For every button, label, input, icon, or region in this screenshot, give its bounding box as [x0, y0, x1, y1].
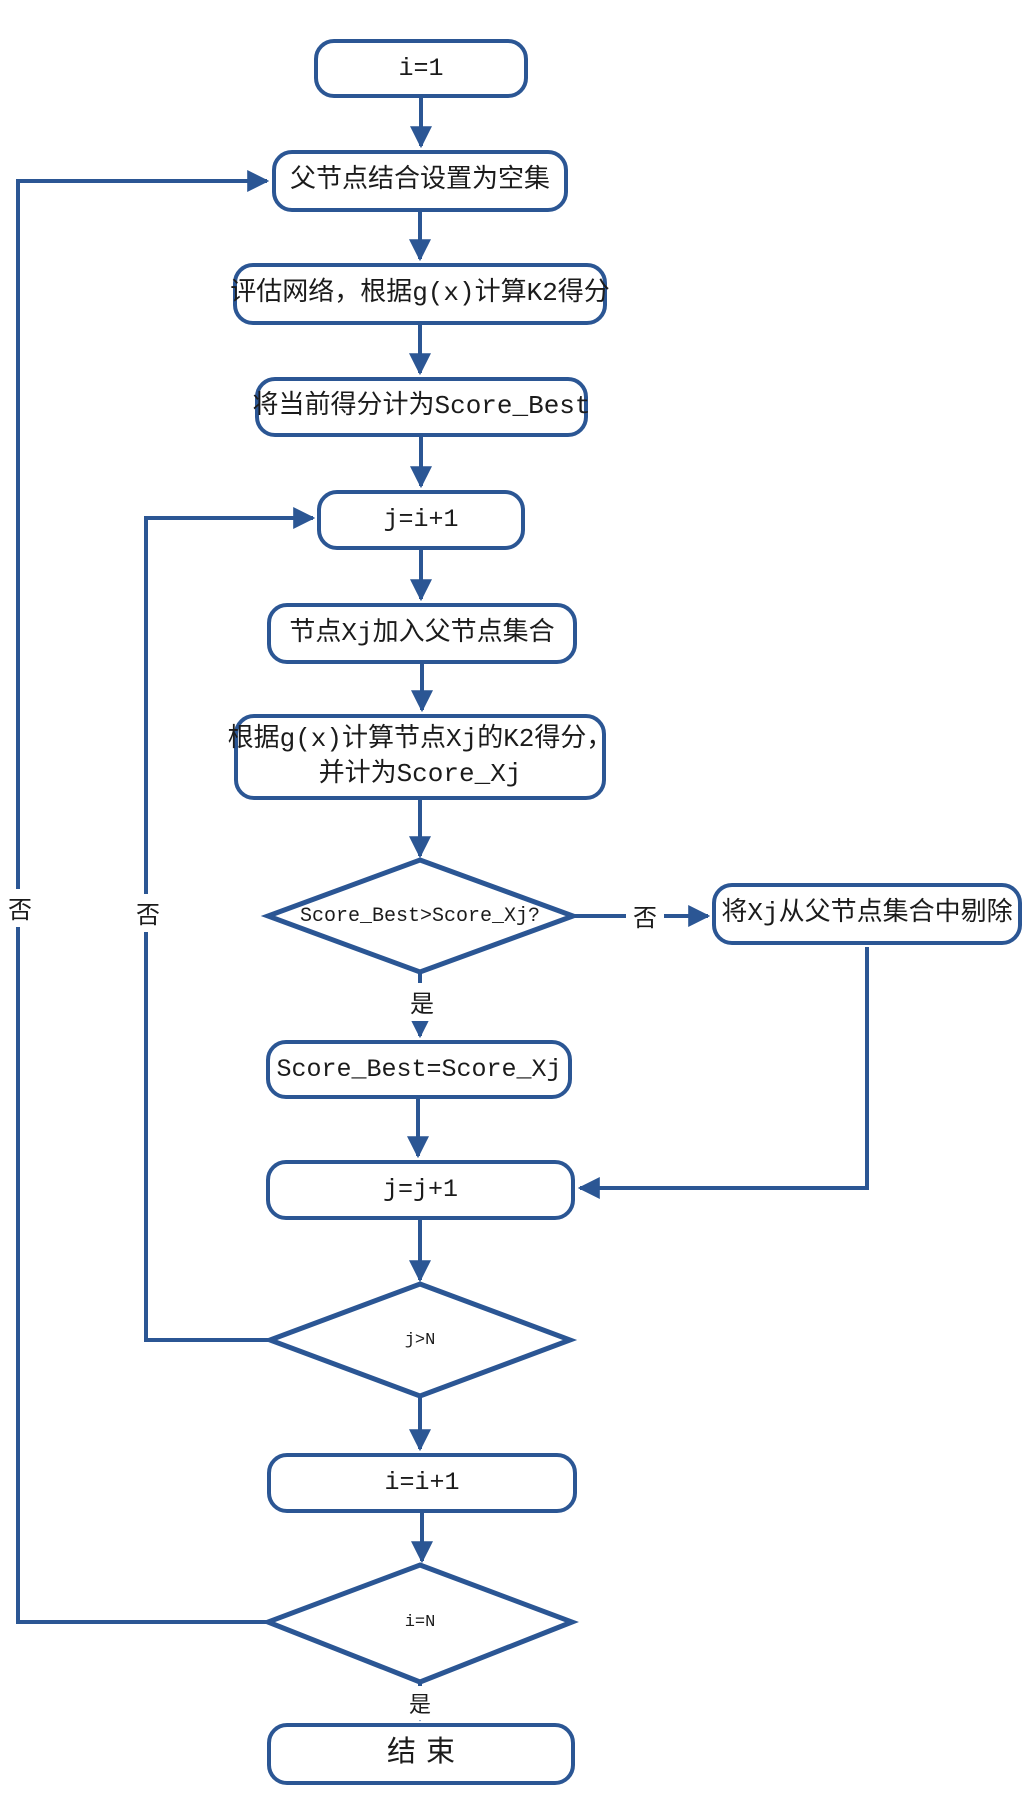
node-update-score-best: Score_Best=Score_Xj: [266, 1040, 572, 1099]
decision-score-shape: [260, 857, 581, 975]
node-increment-i: i=i+1: [267, 1453, 577, 1513]
node-reset-parent-set-label: 父节点结合设置为空集: [289, 165, 550, 196]
decision-i-shape: [261, 1562, 579, 1685]
node-init-i-label: i=1: [398, 53, 444, 83]
node-end: 结束: [267, 1723, 575, 1785]
edge-label-j-loop-no: 否: [129, 894, 167, 932]
node-compute-score-xj-line2: 并计为Score_Xj: [318, 759, 522, 789]
node-set-score-best: 将当前得分计为Score_Best: [252, 377, 591, 437]
decision-j-shape: [262, 1281, 578, 1399]
node-set-score-best-label: 将当前得分计为Score_Best: [252, 391, 591, 422]
decision-j-label: j>N: [404, 1330, 436, 1350]
decision-score-label: Score_Best>Score_Xj?: [299, 904, 541, 928]
node-compute-score-xj: 根据g(x)计算节点Xj的K2得分， 并计为Score_Xj: [228, 714, 612, 800]
node-remove-xj-label: 将Xj从父节点集合中剔除: [721, 898, 1013, 929]
edge-label-score-no: 否: [626, 897, 664, 935]
node-init-j-label: j=i+1: [383, 505, 459, 535]
edge-label-i-loop-no: 否: [1, 889, 39, 927]
node-compute-score-xj-line1: 根据g(x)计算节点Xj的K2得分，: [227, 723, 613, 754]
edge-label-score-yes: 是: [403, 983, 441, 1021]
node-add-xj-to-parents-label: 节点Xj加入父节点集合: [289, 617, 555, 648]
node-update-score-best-label: Score_Best=Score_Xj: [276, 1054, 562, 1084]
node-increment-i-label: i=i+1: [384, 1468, 460, 1498]
node-remove-xj: 将Xj从父节点集合中剔除: [712, 883, 1022, 945]
edge-remove-to-incj: [577, 947, 869, 1199]
node-init-j: j=i+1: [317, 490, 525, 550]
node-reset-parent-set: 父节点结合设置为空集: [272, 150, 568, 212]
node-end-label: 结束: [386, 1737, 465, 1771]
node-init-i: i=1: [314, 39, 528, 98]
edge-label-i-yes: 是: [402, 1686, 438, 1720]
node-increment-j-label: j=j+1: [382, 1175, 458, 1205]
node-add-xj-to-parents: 节点Xj加入父节点集合: [267, 603, 577, 664]
decision-i-label: i=N: [404, 1612, 436, 1632]
node-evaluate-network: 评估网络，根据g(x)计算K2得分: [230, 263, 610, 325]
node-increment-j: j=j+1: [266, 1160, 575, 1220]
node-evaluate-network-label: 评估网络，根据g(x)计算K2得分: [230, 278, 610, 309]
